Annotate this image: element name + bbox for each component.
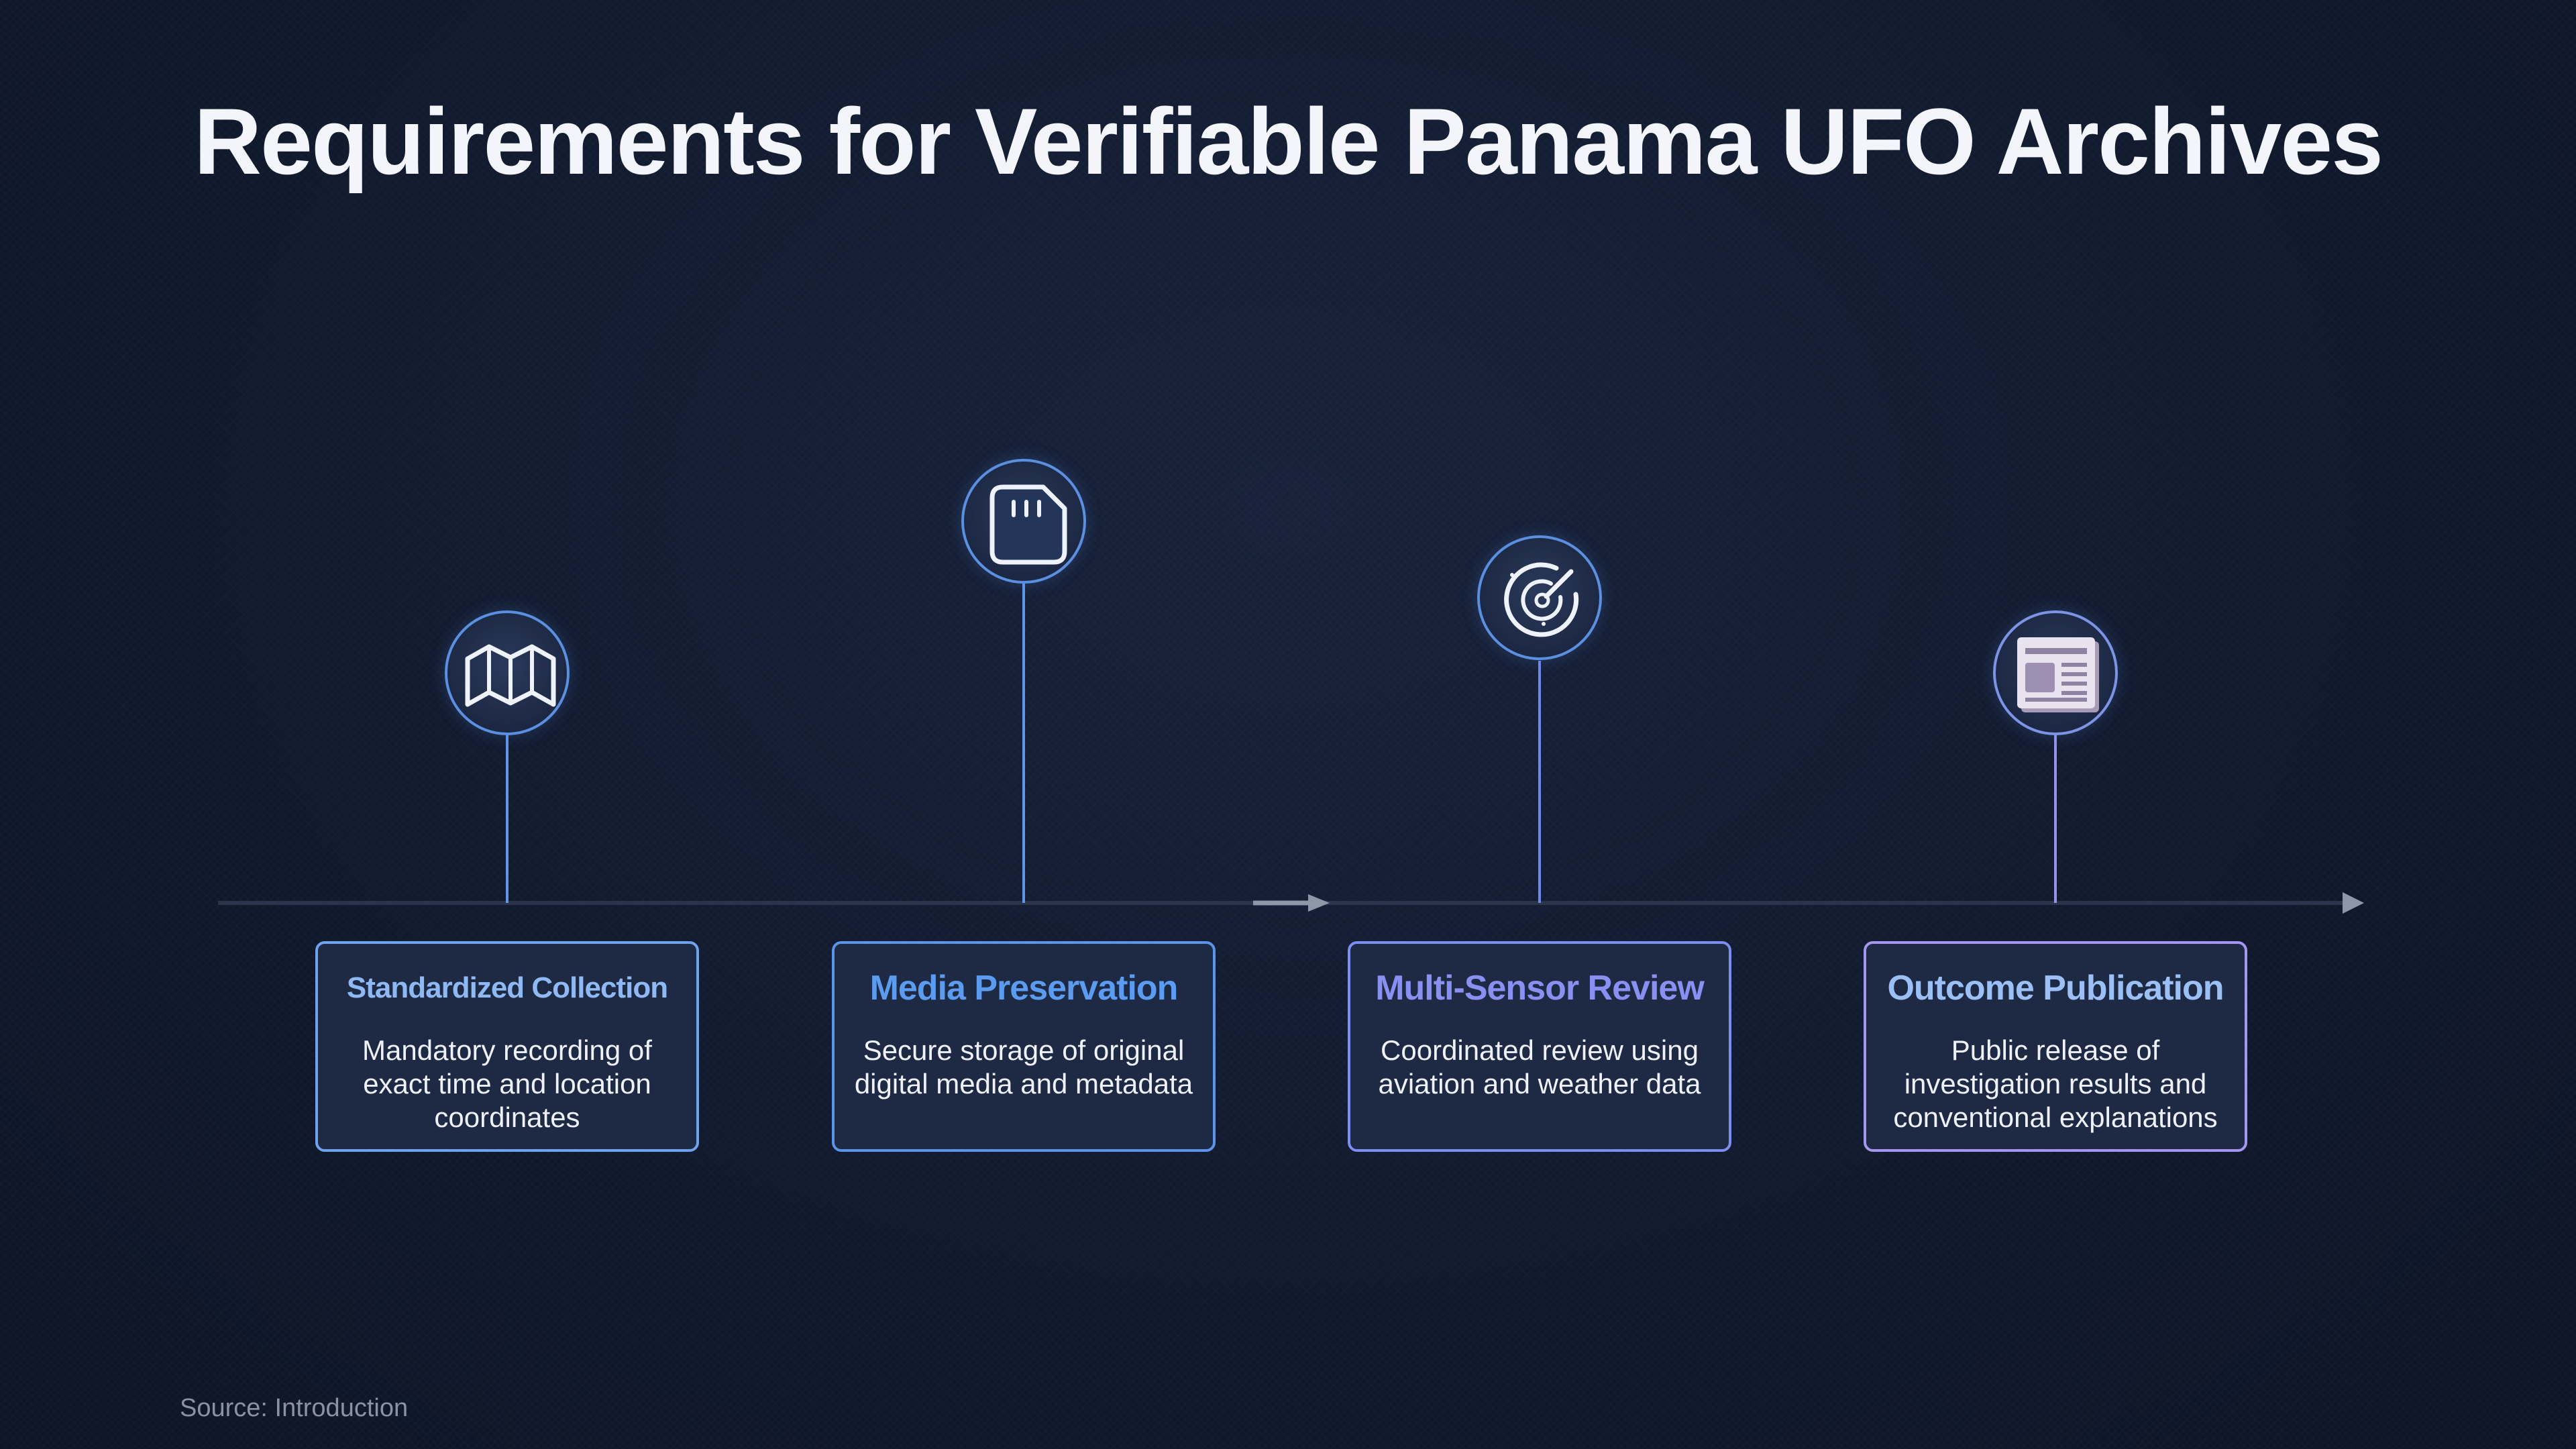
page-title: Requirements for Verifiable Panama UFO A… — [194, 89, 2383, 194]
map-icon — [465, 644, 556, 707]
step-card-media-preservation: Media Preservation Secure storage of ori… — [832, 941, 1216, 1152]
step-3-icon-badge — [1477, 535, 1602, 660]
step-title: Outcome Publication — [1887, 969, 2224, 1008]
timeline-end-arrow — [2343, 892, 2364, 914]
step-4-icon-badge — [1993, 610, 2118, 735]
step-description: Mandatory recording of exact time and lo… — [362, 1034, 652, 1133]
step-description: Coordinated review using aviation and we… — [1378, 1034, 1701, 1099]
step-card-outcome-publication: Outcome Publication Public release of in… — [1864, 941, 2247, 1152]
sd-card-icon — [989, 484, 1067, 565]
step-card-multi-sensor-review: Multi-Sensor Review Coordinated review u… — [1348, 941, 1731, 1152]
step-title: Standardized Collection — [346, 971, 668, 1004]
step-title: Media Preservation — [869, 969, 1179, 1008]
step-title: Multi-Sensor Review — [1375, 969, 1705, 1008]
newspaper-icon — [2017, 637, 2099, 712]
step-1-icon-badge — [445, 610, 570, 735]
step-2-icon-badge — [961, 459, 1086, 584]
radar-icon — [1504, 562, 1579, 637]
timeline-mid-arrow-head — [1308, 894, 1330, 912]
step-description: Public release of investigation results … — [1893, 1034, 2218, 1133]
step-description: Secure storage of original digital media… — [854, 1034, 1193, 1099]
source-note: Source: Introduction — [180, 1394, 409, 1422]
step-card-standardized-collection: Standardized Collection Mandatory record… — [315, 941, 699, 1152]
